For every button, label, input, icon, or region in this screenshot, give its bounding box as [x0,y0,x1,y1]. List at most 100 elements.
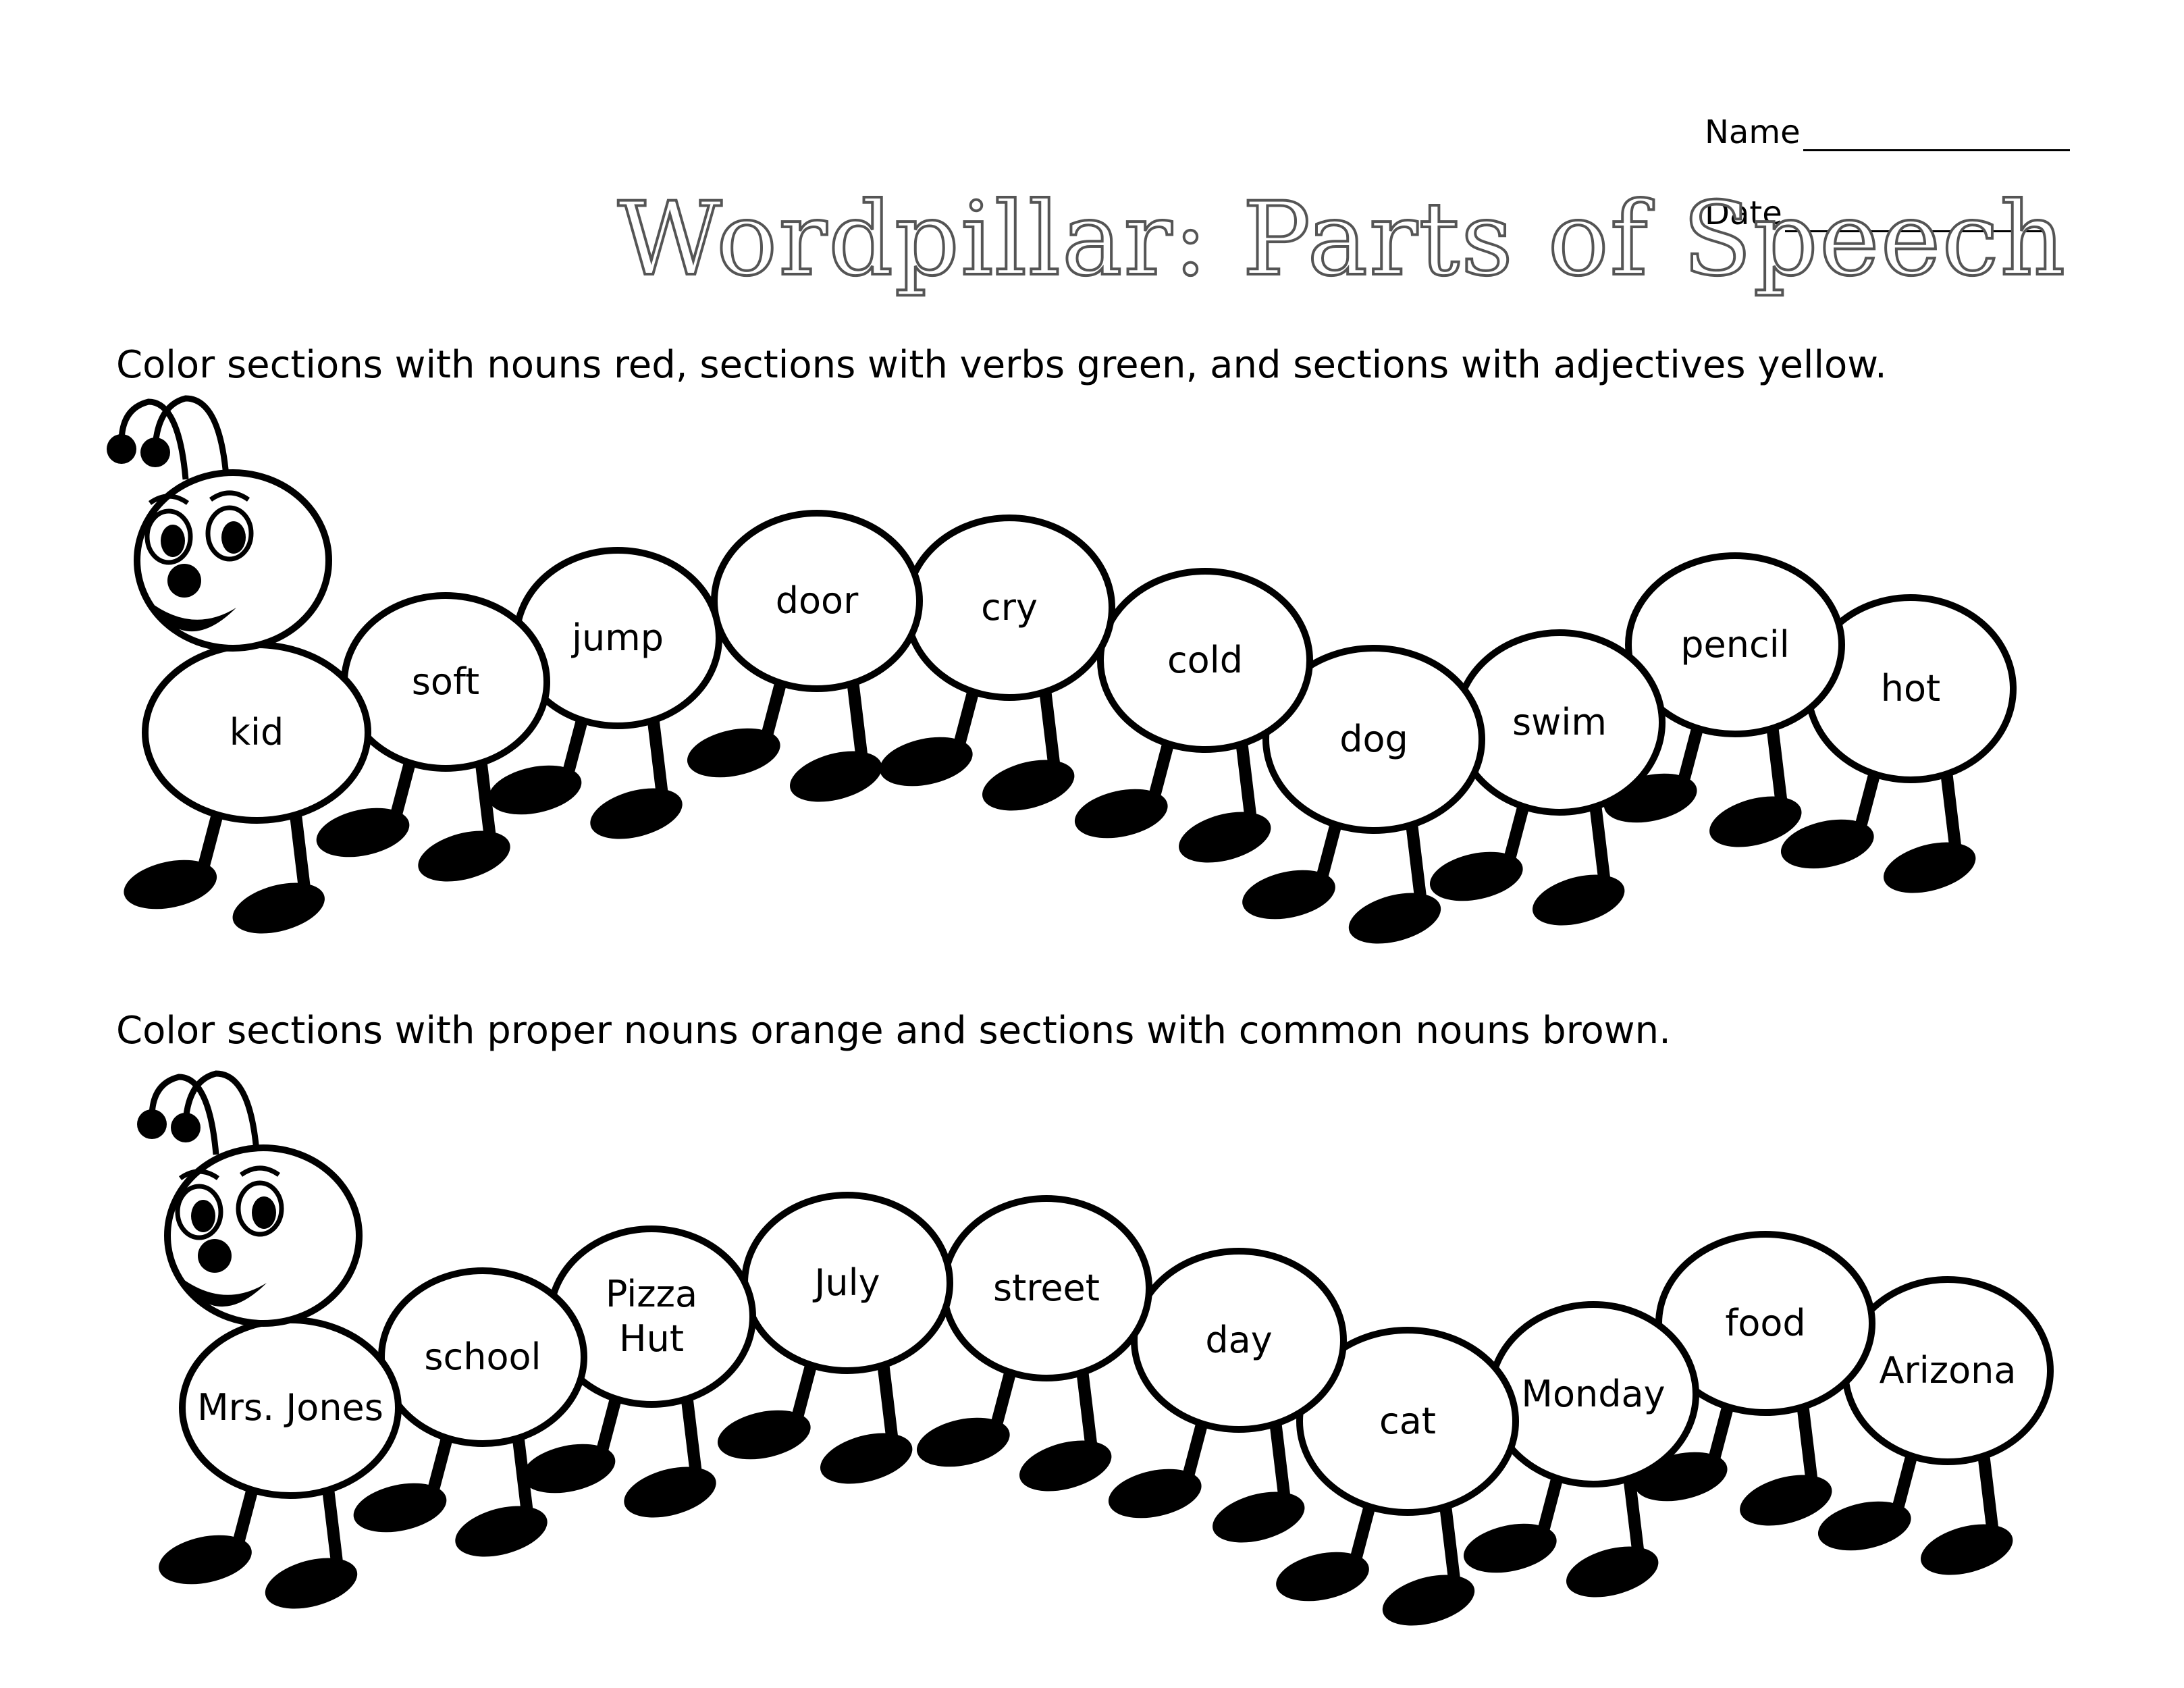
caterpillar-proper-common-nouns: ArizonafoodMondaycatdaystreetJulyPizzaHu… [137,1070,2054,1626]
segment-outline [1296,1327,1519,1516]
name-field[interactable]: Name [1705,113,2070,151]
foot [916,1417,1010,1467]
worksheet-title: Wordpillar: Parts of Speech [616,181,2067,298]
foot [1429,851,1523,901]
body-segment[interactable]: Monday [1487,1301,1699,1487]
segment-word: Monday [1521,1373,1665,1415]
segment-word: swim [1512,701,1607,743]
body-segment[interactable]: hot [1805,594,2017,783]
body-segment[interactable]: cold [1097,568,1313,753]
segment-word: Pizza [606,1273,697,1315]
instruction-proper-common-nouns: Color sections with proper nouns orange … [116,1009,1671,1053]
segment-word: kid [230,711,284,754]
foot [1817,1501,1911,1551]
foot [687,728,780,778]
date-label: Date [1705,194,1782,232]
segment-outline [1097,568,1313,753]
body-segment[interactable]: dog [1262,645,1485,834]
antenna-tip [171,1113,201,1142]
body-segment[interactable]: swim [1454,629,1666,816]
foot [159,1535,252,1585]
caterpillar-legs [124,680,1976,944]
segment-outline [711,510,923,692]
foot [590,788,683,839]
body-segment[interactable]: Mrs. Jones [179,1317,402,1499]
foot [1019,1440,1112,1492]
segment-word: jump [571,616,664,659]
pupil [161,525,185,557]
foot [1242,870,1335,920]
foot [232,882,325,934]
foot [124,860,217,909]
segment-word: day [1205,1319,1272,1361]
foot [1276,1552,1369,1602]
caterpillar-body: ArizonafoodMondaycatdaystreetJulyPizzaHu… [179,1192,2054,1516]
segment-word: dog [1339,718,1408,760]
nose [167,564,201,598]
segment-word: pencil [1680,623,1789,666]
foot [1074,789,1168,839]
body-segment[interactable]: Arizona [1842,1276,2054,1465]
segment-outline [1262,645,1485,834]
foot [1179,812,1271,863]
segment-word: July [812,1261,880,1304]
body-segment[interactable]: July [741,1192,953,1374]
nose [198,1239,232,1273]
eyebrow [148,494,190,505]
body-segment[interactable]: soft [341,592,550,772]
date-blank[interactable] [1784,205,2052,232]
segment-word: hot [1881,667,1940,710]
body-segment[interactable]: pencil [1625,552,1845,737]
foot [1108,1469,1202,1519]
foot [1213,1492,1305,1543]
antenna-tip [107,434,136,464]
eyebrow [239,1165,281,1177]
foot [879,737,973,787]
foot [1566,1546,1659,1598]
foot [316,808,410,858]
segment-word: soft [412,660,479,703]
body-segment[interactable]: kid [142,641,371,824]
caterpillar-legs [159,1362,2013,1626]
foot [522,1444,616,1494]
foot [1348,893,1441,944]
foot [1709,796,1802,847]
body-segment[interactable]: jump [513,547,722,729]
eyebrow [178,1169,220,1180]
eyebrow [209,490,250,502]
foot [1463,1523,1557,1573]
foot [1382,1575,1475,1626]
pupil [252,1196,276,1229]
foot [1740,1475,1832,1526]
smile [179,1276,267,1307]
segment-word: school [424,1336,541,1378]
body-segment[interactable]: door [711,510,923,692]
segment-word: cold [1167,639,1243,681]
foot [820,1433,913,1484]
date-field[interactable]: Date [1705,194,2052,232]
foot [1780,819,1874,869]
foot [418,830,510,882]
body-segment[interactable]: day [1131,1248,1347,1433]
body-segment[interactable]: cat [1296,1327,1519,1516]
foot [1921,1524,2013,1575]
body-segment[interactable]: street [940,1195,1152,1381]
antenna-tip [140,438,170,467]
segment-word: Hut [619,1317,684,1360]
foot [624,1467,716,1518]
foot [488,765,582,815]
antenna-tip [137,1109,167,1139]
caterpillar-head [137,1070,363,1327]
body-segment[interactable]: school [378,1267,587,1447]
segment-outline [1625,552,1845,737]
name-blank[interactable] [1803,124,2070,151]
foot [717,1410,811,1460]
smile [149,601,236,632]
foot [790,751,882,802]
segment-word: cry [981,586,1038,629]
caterpillar-parts-of-speech: hot pencil swim dog cold cry door jump soft kid [107,395,2017,944]
antenna [118,398,189,480]
segment-word: door [776,579,859,622]
body-segment[interactable]: cry [903,515,1115,701]
